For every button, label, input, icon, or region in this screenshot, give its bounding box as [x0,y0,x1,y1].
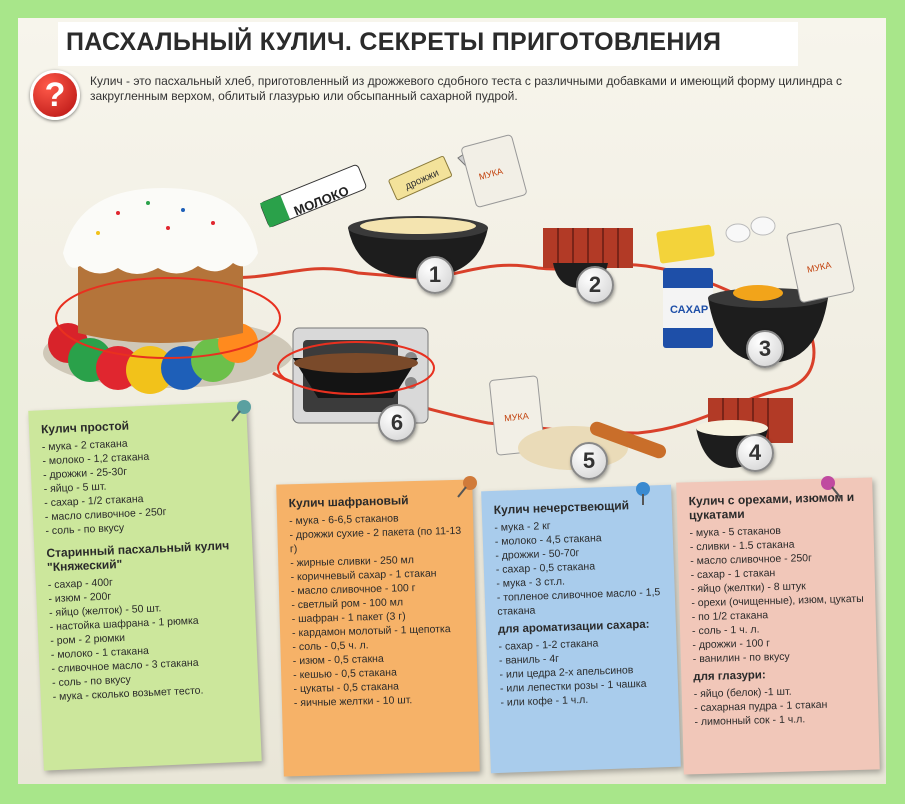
kulich-cake-image [43,188,293,394]
pushpin-icon [457,476,477,498]
step-4-badge: 4 [736,434,774,472]
step-5-badge: 5 [570,442,608,480]
recipe-note-saffron: Кулич шафрановый - мука - 6-6,5 стаканов… [276,479,480,777]
page-title: ПАСХАЛЬНЫЙ КУЛИЧ. СЕКРЕТЫ ПРИГОТОВЛЕНИЯ [58,22,798,66]
pushpin-icon [821,476,841,498]
ingredient-item: - топленое сливочное масло - 1,5 стакана [496,586,661,618]
recipe-heading: Кулич шафрановый [288,493,409,511]
recipe-heading: Старинный пасхальный кулич "Княжеский" [46,538,230,575]
pushpin-icon [231,400,251,422]
step-3-badge: 3 [746,330,784,368]
intro-text: Кулич - это пасхальный хлеб, приготовлен… [90,74,842,103]
question-icon: ? [30,70,80,120]
step-1-badge: 1 [416,256,454,294]
step3-bowl-image: САХАР МУКА [656,216,855,363]
recipe-subheading: для глазури: [693,669,766,684]
sugar-label: САХАР [670,304,708,316]
recipe-note-simple: Кулич простой - мука - 2 стакана - молок… [28,401,262,771]
step1-bowl-image: МОЛОКО дрожжи МУКА [259,134,527,278]
step-6-badge: 6 [378,404,416,442]
recipe-note-stale: Кулич нечерствеющий - мука - 2 кг - моло… [481,484,681,774]
pushpin-icon [636,482,650,505]
recipe-note-nuts: Кулич с орехами, изюмом и цукатами - мук… [676,477,880,775]
infographic-frame: ПАСХАЛЬНЫЙ КУЛИЧ. СЕКРЕТЫ ПРИГОТОВЛЕНИЯ … [18,18,886,784]
step6-oven-image [277,327,435,424]
step-2-badge: 2 [576,266,614,304]
flour-label-2: МУКА [806,260,832,275]
flour-label-3: МУКА [504,411,529,424]
